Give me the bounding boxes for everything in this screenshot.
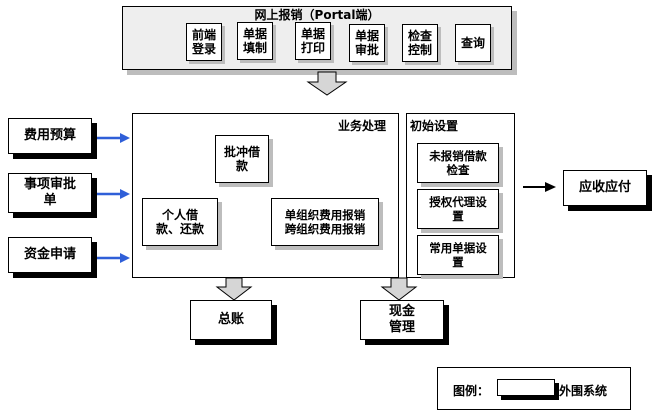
input-arrow-budget bbox=[92, 133, 130, 143]
output-ledger[interactable]: 总账 bbox=[190, 300, 272, 340]
portal-button-print[interactable]: 单据 打印 bbox=[295, 22, 331, 60]
output-receivable[interactable]: 应收应付 bbox=[563, 170, 647, 206]
init-title: 初始设置 bbox=[410, 119, 459, 133]
portal-button-login[interactable]: 前端 登录 bbox=[186, 23, 222, 61]
output-arrow-receivable bbox=[523, 182, 556, 192]
business-personal-loan[interactable]: 个人借 款、还款 bbox=[142, 198, 218, 246]
legend-label: 图例： bbox=[453, 384, 490, 398]
ledger-down-arrow bbox=[215, 277, 253, 301]
output-cash[interactable]: 现金 管理 bbox=[360, 300, 444, 340]
cash-down-arrow bbox=[380, 277, 418, 301]
init-item-common-docs[interactable]: 常用单据设 置 bbox=[417, 235, 499, 275]
input-arrow-fund bbox=[92, 253, 130, 263]
portal-down-arrow bbox=[306, 71, 348, 96]
business-org-expense[interactable]: 单组织费用报销 跨组织费用报销 bbox=[271, 198, 379, 246]
portal-button-fill[interactable]: 单据 填制 bbox=[237, 22, 273, 60]
input-approval[interactable]: 事项审批 单 bbox=[8, 173, 92, 213]
business-offset-loan[interactable]: 批冲借 款 bbox=[215, 135, 269, 183]
portal-button-approve[interactable]: 单据 审批 bbox=[349, 24, 385, 62]
input-budget[interactable]: 费用预算 bbox=[8, 118, 92, 154]
legend-swatch bbox=[497, 379, 555, 396]
portal-title: 网上报销（Portal端） bbox=[254, 7, 380, 22]
input-arrow-approval bbox=[92, 189, 130, 199]
input-fund[interactable]: 资金申请 bbox=[8, 237, 92, 273]
portal-button-query[interactable]: 查询 bbox=[455, 24, 491, 62]
init-item-unreimbursed[interactable]: 未报销借款 检查 bbox=[417, 143, 499, 183]
init-item-proxy[interactable]: 授权代理设 置 bbox=[417, 189, 499, 229]
business-title: 业务处理 bbox=[338, 119, 387, 133]
portal-button-check[interactable]: 检查 控制 bbox=[402, 24, 438, 62]
legend-item-label: 外围系统 bbox=[559, 384, 608, 398]
